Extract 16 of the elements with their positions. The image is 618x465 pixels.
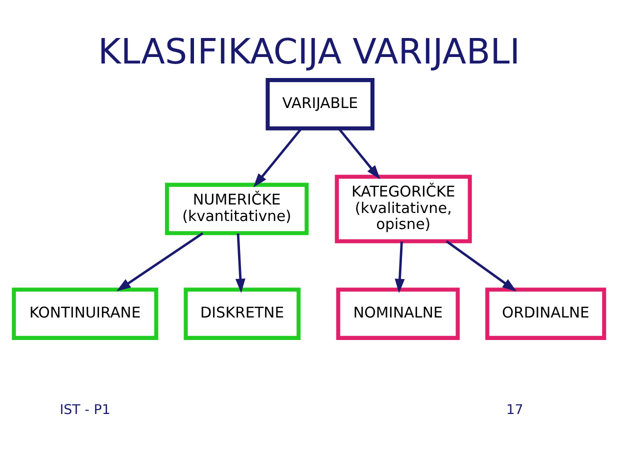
node-box: ORDINALNE (485, 288, 606, 340)
arrow (394, 241, 405, 294)
node-box: NUMERIČKE (kvantitativne) (164, 182, 309, 236)
arrow (338, 128, 380, 180)
arrow (253, 128, 302, 188)
node-box: DISKRETNE (184, 288, 301, 340)
node-box: NOMINALNE (336, 288, 460, 340)
diagram-title: KLASIFIKACIJA VARIJABLI (98, 32, 520, 73)
arrow (116, 232, 204, 292)
label: IST - P1 (60, 402, 110, 418)
arrow (446, 240, 517, 292)
node-box: KATEGORIČKE (kvalitativne, opisne) (334, 174, 472, 244)
arrow (235, 233, 246, 293)
node-box: KONTINUIRANE (12, 288, 158, 340)
label: 17 (506, 402, 524, 418)
node-box: VARIJABLE (266, 78, 374, 130)
